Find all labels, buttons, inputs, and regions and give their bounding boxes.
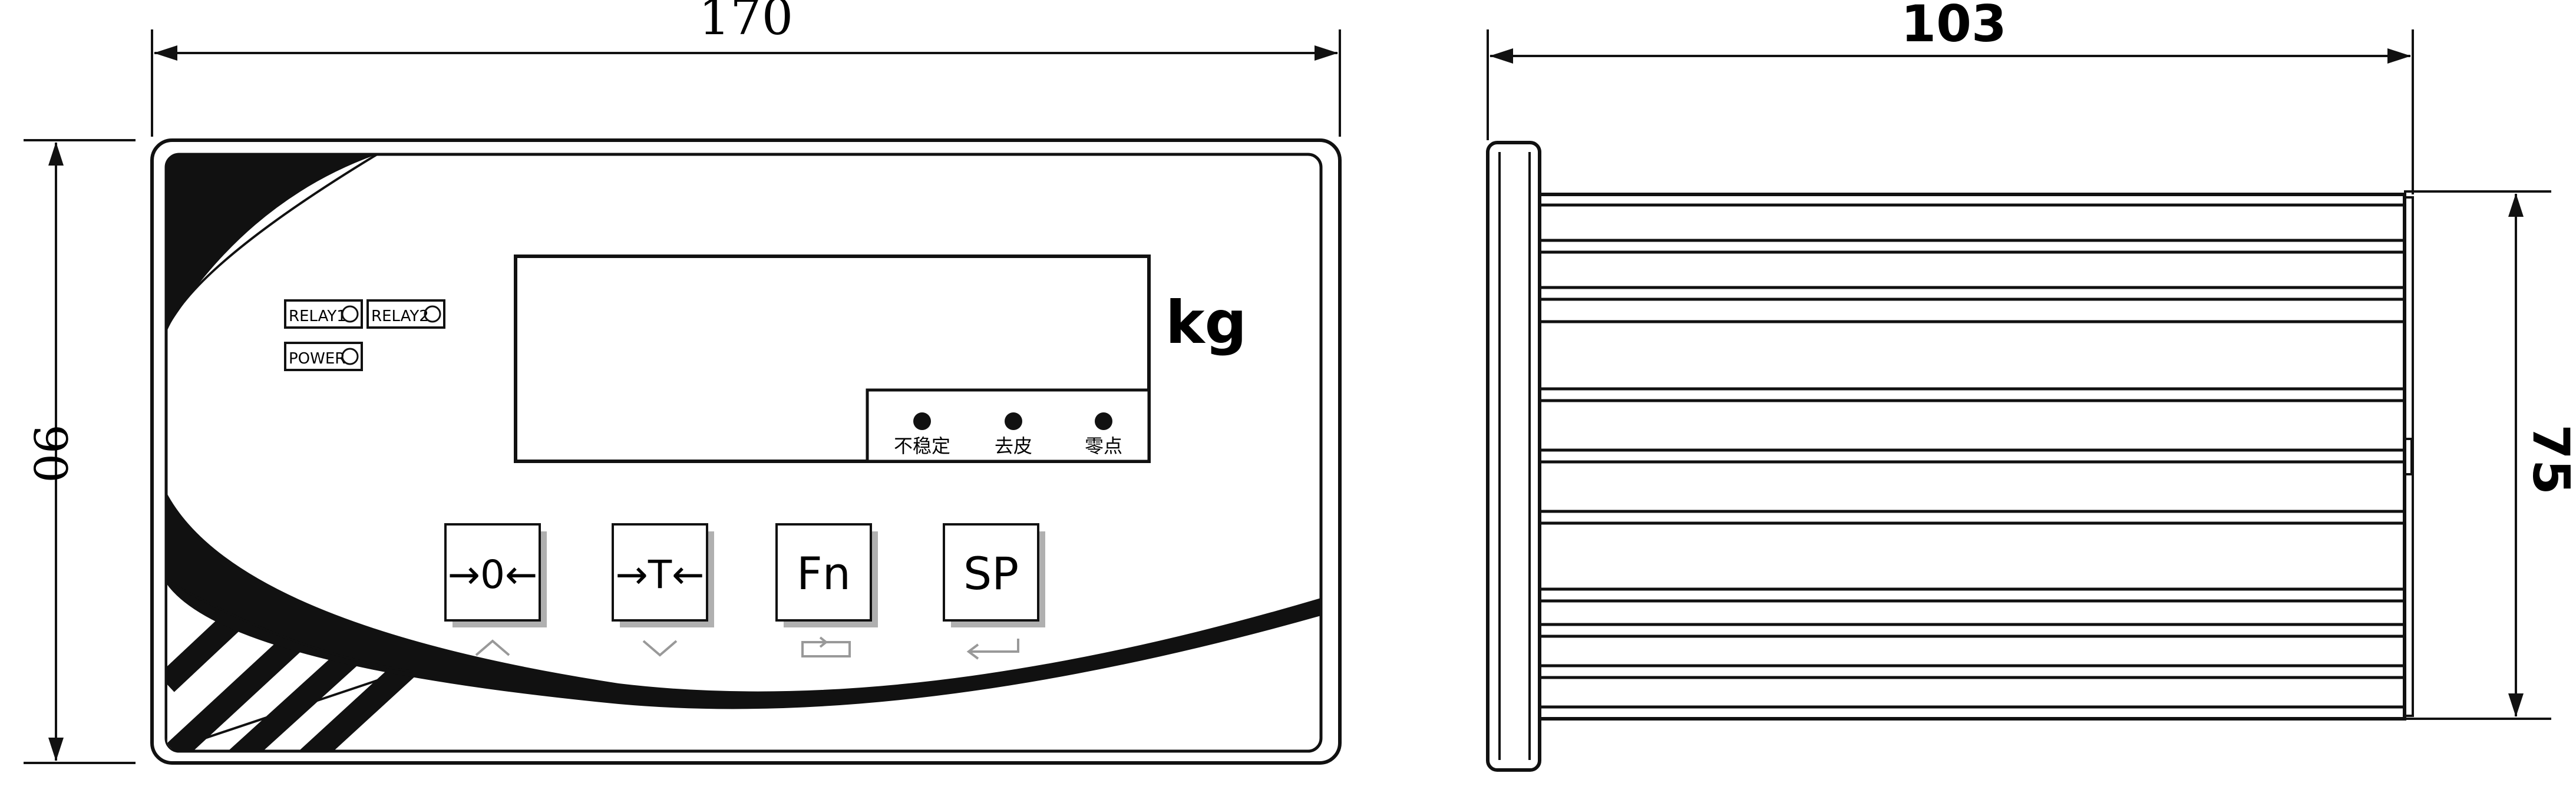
status-led-unstable	[913, 412, 931, 430]
status-led-zero	[1095, 412, 1112, 430]
unit-label: kg	[1165, 288, 1247, 357]
key-sp-label: SP	[963, 547, 1019, 600]
dimension-label-width: 170	[699, 0, 793, 46]
key-tare-label: →T←	[616, 552, 705, 597]
key-tare[interactable]: →T←	[612, 523, 714, 657]
dimension-label-side-height: 75	[2521, 424, 2576, 495]
key-zero[interactable]: →0←	[444, 523, 547, 656]
side-housing	[1538, 193, 2414, 721]
relay1-led	[341, 305, 359, 323]
display-window: 不稳定 去皮 零点 kg	[514, 255, 1247, 463]
status-label-zero: 零点	[1085, 435, 1122, 457]
housing-fins	[1540, 203, 2405, 709]
bezel-outer	[150, 138, 1342, 765]
top-left-crescent	[166, 154, 377, 330]
key-fn[interactable]: Fn	[775, 523, 878, 657]
relay2-led	[424, 305, 441, 323]
panel-graphics	[166, 154, 1321, 751]
dimension-front-height: 90	[23, 139, 136, 764]
indicator-relay1: RELAY1	[284, 299, 363, 329]
status-led-tare	[1005, 412, 1022, 430]
indicator-power: POWER	[284, 342, 363, 371]
power-label: POWER	[289, 350, 345, 368]
lower-swoosh-band	[166, 492, 1321, 709]
key-fn-label: Fn	[797, 547, 851, 600]
power-led	[341, 348, 359, 365]
cycle-icon	[801, 636, 851, 657]
side-view: 103 75	[1486, 0, 2576, 772]
dimension-side-height: 75	[2404, 190, 2576, 720]
dimension-side-depth: 103	[1487, 0, 2414, 194]
key-sp[interactable]: SP	[943, 523, 1045, 660]
dimension-label-depth: 103	[1901, 0, 2007, 54]
front-view: 170 90	[23, 0, 1342, 765]
indicator-relay2: RELAY2	[366, 299, 445, 329]
relay2-label: RELAY2	[371, 308, 429, 325]
bezel-inner	[164, 153, 1323, 753]
key-zero-label: →0←	[448, 552, 538, 597]
down-arrow-icon	[642, 640, 678, 657]
enter-icon	[966, 639, 1019, 660]
side-bezel	[1486, 141, 1541, 772]
up-arrow-icon	[475, 639, 510, 656]
status-label-tare: 去皮	[995, 435, 1032, 457]
rear-connector	[2403, 438, 2413, 475]
status-label-unstable: 不稳定	[894, 435, 950, 457]
dimension-front-width: 170	[151, 0, 1341, 137]
dimension-label-height: 90	[23, 424, 76, 483]
relay1-label: RELAY1	[289, 308, 346, 325]
